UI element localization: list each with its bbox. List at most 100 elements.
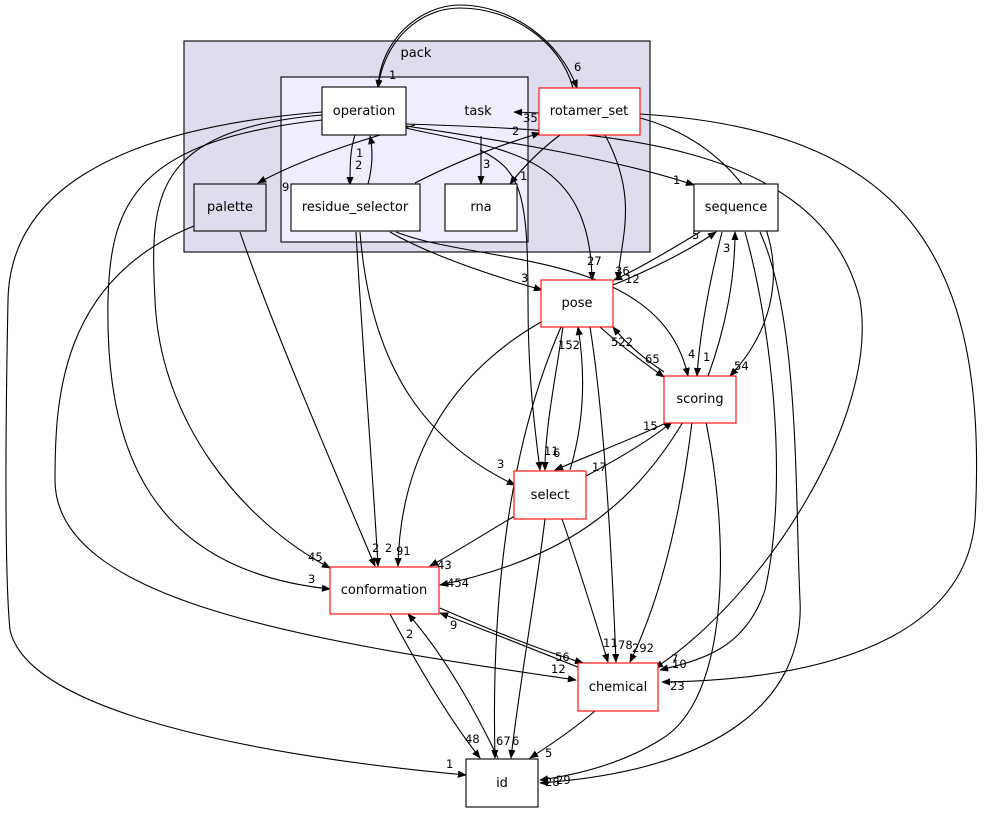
edge-label: 4: [688, 347, 695, 361]
edge-pose-sequence[interactable]: [612, 231, 717, 286]
edge-operation-pose[interactable]: [405, 127, 596, 281]
edge-scoring-pose[interactable]: [612, 326, 665, 373]
node-operation[interactable]: operation: [321, 86, 407, 136]
edge-select-conformation[interactable]: [429, 512, 521, 567]
edge-label: 78: [618, 638, 633, 652]
nodes: operation rotamer_set palette residue_se…: [193, 86, 779, 808]
edge-select-pose[interactable]: [569, 326, 584, 471]
edge-select-chemical[interactable]: [561, 518, 610, 663]
edge-label: 43: [437, 558, 452, 572]
edge-residue_selector-select[interactable]: [359, 231, 516, 486]
edge-residue_selector-operation[interactable]: [367, 135, 376, 185]
edge-label: 1: [673, 173, 680, 187]
edge-sequence-chemical[interactable]: [659, 231, 777, 672]
edge-operation-sequence[interactable]: [405, 125, 695, 186]
edge-label: 2: [372, 541, 379, 555]
edge-rotamer_set-pose[interactable]: [604, 134, 627, 281]
edge-operation-residue_selector[interactable]: [346, 134, 356, 186]
edge-scoring-id[interactable]: [539, 421, 721, 783]
node-id[interactable]: id: [465, 758, 539, 808]
node-chemical[interactable]: chemical: [577, 662, 659, 712]
edge-rotamer_set-scoring[interactable]: [639, 117, 774, 377]
edge-pose-scoring[interactable]: [599, 326, 665, 378]
node-residue_selector-label: residue_selector: [302, 200, 409, 215]
edge-conformation-id[interactable]: [389, 613, 481, 759]
node-operation-label: operation: [333, 104, 395, 119]
edge-label: 6: [512, 734, 519, 748]
node-scoring[interactable]: scoring: [663, 375, 737, 424]
edge-scoring-sequence[interactable]: [707, 231, 739, 377]
edge-chemical-id[interactable]: [529, 710, 596, 759]
edge-select-scoring[interactable]: [585, 421, 673, 477]
edge-rotamer_set-chemical[interactable]: [639, 113, 978, 686]
node-id-label: id: [496, 776, 508, 791]
node-palette-box: [193, 183, 267, 232]
node-rotamer_set-label: rotamer_set: [550, 104, 628, 119]
node-pose[interactable]: pose: [540, 279, 614, 328]
node-conformation[interactable]: conformation: [329, 566, 440, 615]
node-conformation-box: [329, 566, 440, 615]
edge-pose-select[interactable]: [541, 326, 564, 471]
edge-select-id[interactable]: [508, 518, 546, 759]
node-select[interactable]: select: [513, 470, 587, 520]
node-sequence[interactable]: sequence: [693, 183, 779, 232]
edge-label: 2: [385, 541, 392, 555]
edge-label: 36: [615, 264, 630, 278]
edge-sequence-id[interactable]: [539, 231, 801, 787]
edge-residue_selector-conformation[interactable]: [355, 231, 382, 567]
node-scoring-label: scoring: [676, 392, 723, 407]
edge-label: 91: [396, 544, 411, 558]
node-residue_selector[interactable]: residue_selector: [290, 183, 421, 232]
edge-scoring-select[interactable]: [554, 421, 669, 471]
edge-id-conformation[interactable]: [407, 613, 499, 759]
node-rna-label: rna: [470, 200, 491, 215]
node-select-label: select: [531, 488, 570, 503]
edge-label: 65: [645, 352, 660, 366]
cluster-pack-label: pack: [401, 46, 432, 61]
edge-label: 9: [282, 180, 289, 194]
edge-label: 292: [632, 641, 654, 655]
edge-sequence-scoring[interactable]: [693, 231, 723, 377]
edge-pose-id[interactable]: [491, 326, 562, 759]
node-rna[interactable]: rna: [444, 183, 518, 232]
node-residue_selector-box: [290, 183, 421, 232]
edge-palette-conformation[interactable]: [239, 231, 376, 567]
node-palette-label: palette: [207, 200, 253, 215]
node-rotamer_set[interactable]: rotamer_set: [538, 87, 641, 136]
edge-label: 23: [670, 679, 685, 693]
edge-operation-id[interactable]: [5, 111, 467, 778]
edge-label: 2: [406, 627, 413, 641]
edge-rotamer_set-operation[interactable]: [375, 7, 574, 89]
edge-pose-conformation[interactable]: [394, 321, 542, 567]
edge-residue_selector-rotamer_set[interactable]: [414, 131, 541, 184]
edge-residue_selector-pose[interactable]: [389, 231, 543, 292]
edge-label: 1: [703, 350, 710, 364]
node-chemical-label: chemical: [589, 680, 647, 695]
edge-label: 7: [671, 652, 678, 666]
edge-label: 3: [521, 271, 528, 285]
node-palette[interactable]: palette: [193, 183, 267, 232]
node-chemical-box: [577, 662, 659, 712]
node-scoring-box: [663, 375, 737, 424]
edge-palette-chemical[interactable]: [54, 225, 577, 683]
edge-residue_selector-scoring[interactable]: [395, 231, 690, 377]
node-sequence-label: sequence: [705, 200, 768, 215]
edge-sequence-pose[interactable]: [613, 231, 701, 281]
edge-label: 45: [308, 550, 323, 564]
edge-scoring-conformation[interactable]: [439, 421, 684, 587]
edge-scoring-chemical[interactable]: [629, 421, 693, 663]
edge-label: 1: [520, 169, 527, 183]
edge-operation-rotamer_set[interactable]: [377, 4, 578, 89]
edge-pose-chemical[interactable]: [589, 326, 620, 663]
edge-chemical-conformation[interactable]: [439, 612, 581, 669]
edge-label: 3: [483, 157, 490, 171]
edge-label: 9: [450, 618, 457, 632]
edge-conformation-chemical[interactable]: [439, 607, 584, 665]
edge-label: 67: [496, 734, 511, 748]
edge-label: 56: [555, 650, 570, 664]
edge-label: 48: [465, 732, 480, 746]
edge-rotamer_set-task[interactable]: [513, 108, 541, 116]
edge-operation-conformation-2[interactable]: [107, 119, 331, 592]
edge-task-select[interactable]: [479, 149, 543, 471]
edge-label: 3: [497, 457, 504, 471]
